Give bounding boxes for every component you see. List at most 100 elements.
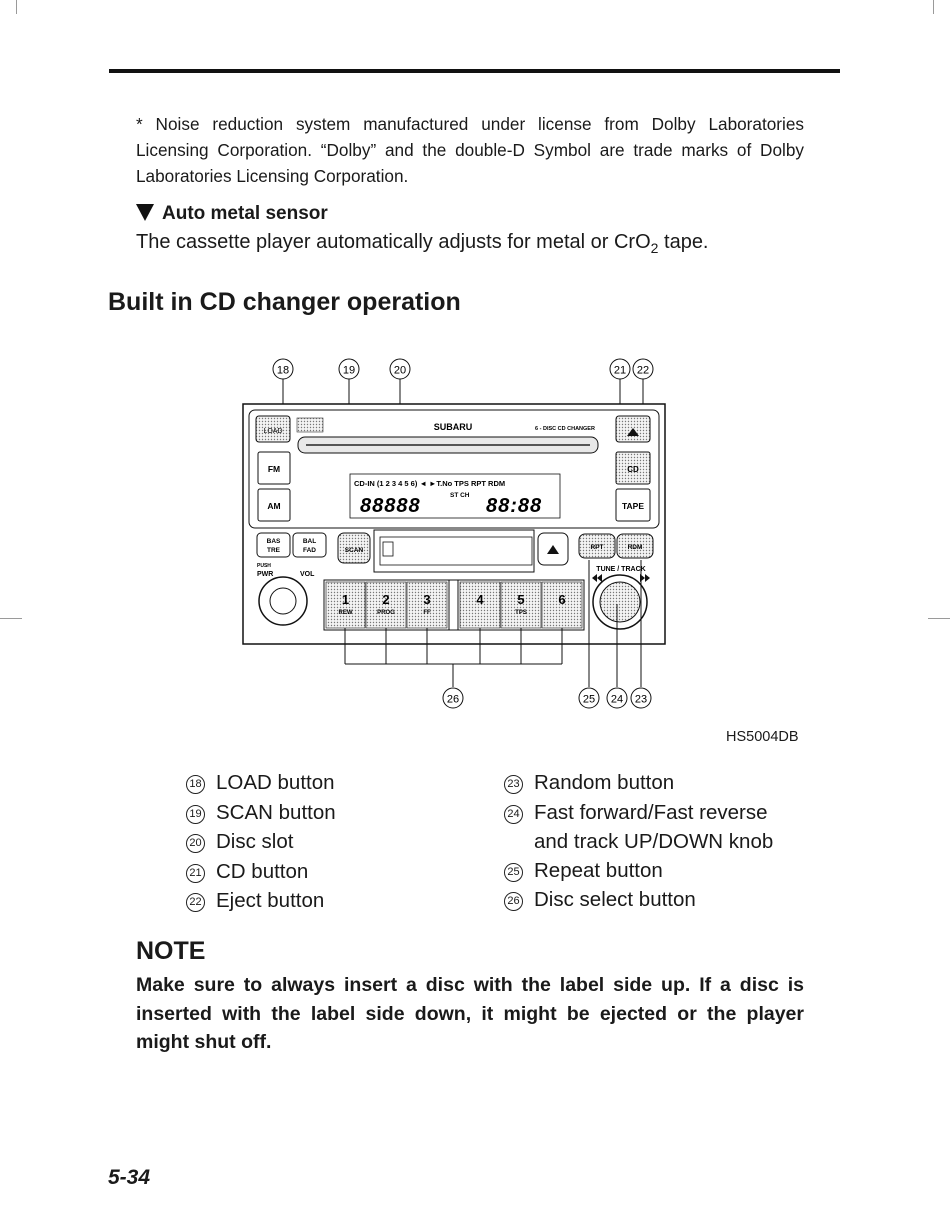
disc-select-bracket	[344, 560, 642, 687]
svg-text:BAS: BAS	[267, 538, 281, 545]
load-button[interactable]: LOAD	[255, 415, 291, 443]
svg-text:RPT: RPT	[591, 544, 604, 551]
preset-button-3[interactable]: 3FF	[406, 581, 448, 629]
legend-item-continuation: and track UP/DOWN knob	[534, 830, 774, 853]
svg-text:5: 5	[517, 592, 524, 607]
svg-text:20: 20	[394, 365, 406, 377]
callout-21: 21	[609, 358, 631, 380]
radio-inner-frame	[248, 409, 660, 529]
vol-label: VOL	[300, 571, 315, 578]
svg-text:TPS: TPS	[515, 610, 527, 616]
repeat-button[interactable]: RPT	[578, 533, 616, 559]
fm-button[interactable]: FM	[257, 451, 291, 485]
svg-text:RDM: RDM	[628, 544, 643, 551]
changer-label: 6 - DISC CD CHANGER	[535, 426, 595, 432]
header-rule	[109, 69, 840, 73]
triangle-bullet-icon	[136, 204, 154, 221]
svg-text:BAL: BAL	[303, 538, 316, 545]
svg-text:4: 4	[476, 592, 484, 607]
bal-fad-button[interactable]: BAL FAD	[292, 532, 327, 558]
callout-26: 26	[442, 687, 464, 709]
svg-text:TRE: TRE	[267, 547, 281, 554]
crop-mark-top-left	[16, 0, 17, 14]
svg-text:LOAD: LOAD	[263, 428, 282, 435]
svg-text:SCAN: SCAN	[345, 547, 364, 554]
callout-18: 18	[272, 358, 294, 380]
svg-text:18: 18	[277, 365, 289, 377]
note-heading: NOTE	[136, 937, 206, 965]
svg-text:88888: 88888	[360, 495, 421, 517]
callout-19: 19	[338, 358, 360, 380]
preset-button-6[interactable]: 6	[541, 581, 583, 629]
cd-eject-button[interactable]	[615, 415, 651, 443]
svg-text:1: 1	[342, 592, 349, 607]
bas-tre-button[interactable]: BAS TRE	[256, 532, 291, 558]
disc-logo-icon	[296, 417, 324, 433]
figure-code: HS5004DB	[726, 729, 799, 745]
crop-mark-top-right	[933, 0, 934, 14]
svg-text:88:88: 88:88	[486, 495, 542, 517]
note-text: Make sure to always insert a disc with t…	[136, 974, 804, 1053]
svg-text:23: 23	[635, 694, 647, 706]
svg-text:26: 26	[447, 694, 459, 706]
svg-text:6: 6	[558, 592, 565, 607]
push-pwr-label: PUSH	[257, 563, 271, 569]
callout-23: 23	[630, 687, 652, 709]
volume-knob[interactable]	[258, 576, 308, 626]
tune-track-label: TUNE / TRACK	[596, 566, 645, 573]
brand-label: SUBARU	[434, 422, 473, 432]
crop-mark-right	[928, 618, 950, 619]
svg-text:CD-IN (1 2 3 4 5 6) ◄ ►T.No T: CD-IN (1 2 3 4 5 6) ◄ ►T.No TPS RPT RDM	[354, 479, 505, 488]
subsection-text: The cassette player automatically adjust…	[136, 231, 709, 256]
am-button[interactable]: AM	[257, 488, 291, 522]
svg-text:21: 21	[614, 365, 626, 377]
svg-text:TAPE: TAPE	[622, 501, 644, 511]
svg-text:AM: AM	[267, 501, 280, 511]
svg-text:22: 22	[637, 365, 649, 377]
random-button[interactable]: RDM	[616, 533, 654, 559]
svg-text:24: 24	[611, 694, 623, 706]
dolby-footnote: * Noise reduction system manufactured un…	[136, 114, 804, 186]
svg-text:REW: REW	[339, 610, 353, 616]
tape-button[interactable]: TAPE	[615, 488, 651, 522]
svg-text:19: 19	[343, 365, 355, 377]
svg-text:PROG: PROG	[377, 610, 395, 616]
section-title: Built in CD changer operation	[108, 288, 461, 316]
svg-text:FF: FF	[423, 610, 431, 616]
cd-button[interactable]: CD	[615, 451, 651, 485]
cassette-door	[373, 529, 535, 573]
tune-track-knob[interactable]	[592, 574, 648, 630]
preset-button-4[interactable]: 4	[459, 581, 501, 629]
subsection-heading: Auto metal sensor	[136, 203, 328, 225]
page-number: 5-34	[108, 1166, 151, 1189]
callout-22: 22	[632, 358, 654, 380]
scan-button[interactable]: SCAN	[337, 532, 371, 564]
svg-text:3: 3	[423, 592, 430, 607]
svg-text:ST CH: ST CH	[450, 492, 470, 499]
cd-changer-figure: 18 19 20 21 22 LOAD FM AM SUBARU 6 - DIS…	[242, 358, 666, 709]
pwr-label: PWR	[257, 571, 273, 578]
crop-mark-left	[0, 618, 22, 619]
callout-20: 20	[389, 358, 411, 380]
lcd-display: CD-IN (1 2 3 4 5 6) ◄ ►T.No TPS RPT RDM …	[349, 473, 561, 519]
svg-text:FAD: FAD	[303, 547, 316, 554]
svg-text:FM: FM	[268, 464, 280, 474]
svg-text:25: 25	[583, 694, 595, 706]
tape-eject-button[interactable]	[537, 532, 569, 566]
subsection-title: Auto metal sensor	[162, 203, 328, 224]
callout-24: 24	[606, 687, 628, 709]
